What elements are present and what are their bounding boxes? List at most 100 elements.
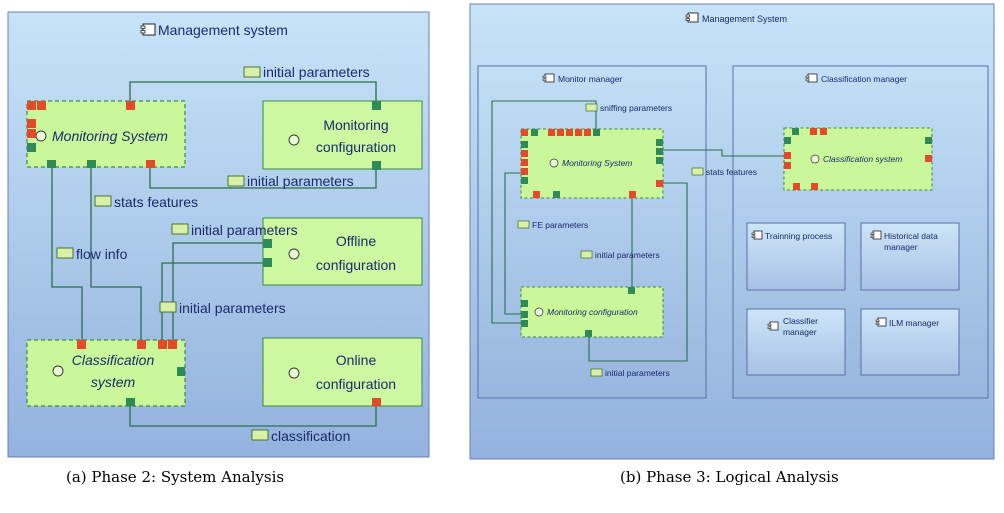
system-function-icon bbox=[288, 367, 300, 379]
panel-a: Management system Monitoring System Moni… bbox=[7, 11, 430, 458]
port-in bbox=[557, 129, 564, 136]
node-offline-configuration-label-1: Offline bbox=[336, 233, 376, 249]
port-in bbox=[793, 183, 800, 190]
logical-function-icon bbox=[810, 154, 820, 164]
flow-label-initial-top: initial parameters bbox=[243, 64, 370, 80]
port-out bbox=[47, 160, 56, 168]
port-in bbox=[126, 101, 135, 110]
panel-b-ports bbox=[521, 128, 932, 337]
node-online-configuration-label-1: Online bbox=[336, 352, 377, 368]
flow-line-initial-bottom bbox=[588, 182, 688, 362]
node-classification-system[interactable]: Classification system bbox=[26, 339, 186, 407]
port-in bbox=[811, 183, 818, 190]
flow-label-initial-bottom: initial parameters bbox=[590, 368, 670, 378]
panel-a-ports bbox=[27, 101, 381, 406]
logical-function-icon bbox=[549, 158, 559, 168]
port-in bbox=[925, 155, 932, 162]
port-in bbox=[820, 128, 827, 135]
panel-a-title: Management system bbox=[158, 22, 288, 38]
port-out bbox=[628, 287, 635, 294]
port-in bbox=[784, 152, 791, 159]
port-out bbox=[263, 239, 272, 248]
data-flow-icon bbox=[517, 220, 530, 229]
data-flow-icon bbox=[94, 195, 112, 207]
node-b-monitoring-system-label: Monitoring System bbox=[562, 158, 632, 168]
port-in bbox=[548, 129, 555, 136]
port-in bbox=[137, 340, 146, 349]
node-historical-data-manager[interactable]: Historical data manager bbox=[860, 222, 960, 291]
port-out bbox=[521, 141, 528, 148]
flow-line-initial-offline-1 bbox=[161, 262, 265, 340]
port-in bbox=[533, 191, 540, 198]
port-in bbox=[521, 150, 528, 157]
node-monitoring-system-label: Monitoring System bbox=[52, 128, 168, 144]
flow-label-stats-text: stats features bbox=[114, 194, 198, 210]
flow-line-stats bbox=[663, 149, 784, 157]
port-out bbox=[656, 157, 663, 164]
data-flow-icon bbox=[171, 223, 189, 235]
node-ilm-manager[interactable]: ILM manager bbox=[860, 308, 960, 376]
node-training-process-label: Trainning process bbox=[765, 231, 832, 241]
flow-label-stats: stats features bbox=[691, 167, 757, 177]
node-monitoring-configuration[interactable]: Monitoring configuration bbox=[262, 100, 423, 170]
system-function-icon bbox=[288, 134, 300, 146]
port-in bbox=[784, 162, 791, 169]
port-out bbox=[126, 398, 135, 406]
component-icon bbox=[751, 230, 763, 240]
node-training-process[interactable]: Trainning process bbox=[746, 222, 846, 291]
node-offline-configuration[interactable]: Offline configuration bbox=[262, 217, 423, 286]
panel-b: Management System Monitor manager Classi… bbox=[469, 3, 995, 460]
port-in bbox=[158, 340, 167, 349]
component-icon bbox=[140, 23, 156, 36]
port-out bbox=[372, 161, 381, 170]
node-b-monitoring-configuration[interactable]: Monitoring configuration bbox=[520, 286, 664, 338]
node-historical-data-manager-label-2: manager bbox=[884, 242, 918, 252]
port-out bbox=[593, 129, 600, 136]
system-function-icon bbox=[52, 365, 64, 377]
component-icon bbox=[870, 230, 882, 240]
node-b-monitoring-system[interactable]: Monitoring System bbox=[520, 128, 664, 199]
data-flow-icon bbox=[590, 368, 603, 377]
port-out bbox=[585, 330, 592, 337]
flow-label-sniffing: sniffing parameters bbox=[585, 103, 672, 113]
port-in bbox=[168, 340, 177, 349]
flow-label-initial-mid-text: initial parameters bbox=[247, 173, 354, 189]
system-function-icon bbox=[288, 248, 300, 260]
port-out bbox=[784, 137, 791, 144]
flow-label-flow-info: flow info bbox=[56, 246, 128, 262]
port-out bbox=[925, 137, 932, 144]
flow-label-stats-text: stats features bbox=[706, 167, 757, 177]
system-function-icon bbox=[35, 130, 47, 142]
node-online-configuration[interactable]: Online configuration bbox=[262, 337, 423, 407]
caption-b: (b) Phase 3: Logical Analysis bbox=[620, 468, 839, 486]
flow-label-initial-top-text: initial parameters bbox=[263, 64, 370, 80]
port-in bbox=[27, 129, 36, 138]
flow-label-flow-info-text: flow info bbox=[76, 246, 128, 262]
data-flow-icon bbox=[585, 103, 598, 112]
port-out bbox=[177, 367, 185, 376]
monitor-manager[interactable]: Monitor manager bbox=[477, 65, 707, 399]
node-classifier-manager[interactable]: Classifier manager bbox=[746, 308, 846, 376]
node-monitoring-system[interactable]: Monitoring System bbox=[26, 100, 186, 168]
component-icon bbox=[685, 12, 699, 23]
port-in bbox=[566, 129, 573, 136]
port-in bbox=[27, 101, 36, 110]
flow-label-classification: classification bbox=[251, 428, 350, 444]
flow-label-classification-text: classification bbox=[271, 428, 350, 444]
panel-b-title: Management System bbox=[702, 14, 787, 24]
data-flow-icon bbox=[251, 429, 269, 441]
port-out bbox=[521, 320, 528, 327]
port-in bbox=[521, 129, 528, 136]
data-flow-icon bbox=[227, 175, 245, 187]
flow-label-initial-low: initial parameters bbox=[159, 300, 286, 316]
port-in bbox=[372, 398, 381, 406]
port-out bbox=[656, 148, 663, 155]
port-in bbox=[77, 340, 86, 349]
flow-line-initial-top bbox=[129, 81, 377, 105]
port-out bbox=[521, 177, 528, 184]
node-b-classification-system[interactable]: Classification system bbox=[783, 127, 933, 191]
port-out bbox=[263, 258, 272, 267]
node-ilm-manager-label: ILM manager bbox=[889, 318, 939, 328]
monitor-manager-title: Monitor manager bbox=[558, 74, 622, 84]
